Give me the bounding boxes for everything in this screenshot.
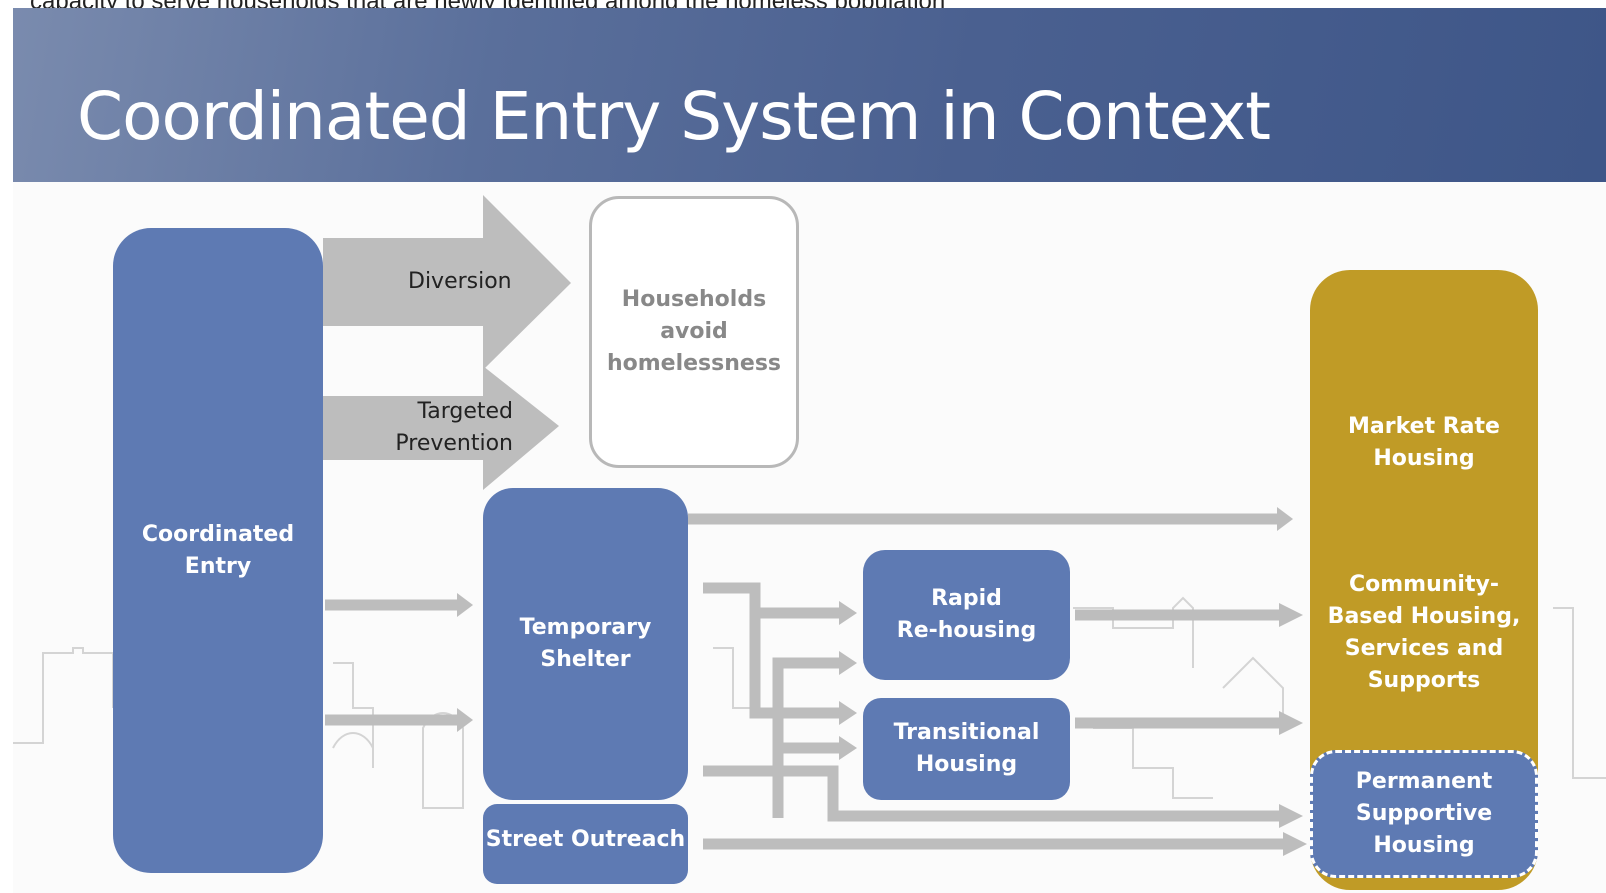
rapid-rehousing-node: Rapid Re-housing [863,550,1070,680]
diversion-label: Diversion [408,269,512,294]
street-outreach-label: Street Outreach [485,827,686,852]
transitional-housing-label: Transitional Housing [893,720,1040,777]
top-strip: capacity to serve households that are ne… [0,0,1606,8]
transitional-housing-node: Transitional Housing [863,698,1070,800]
market-rate-housing-node: Market Rate Housing [1310,393,1538,493]
top-strip-text: capacity to serve households that are ne… [30,0,945,8]
shelter-to-th-arrow [749,608,841,719]
street-outreach-node: Street Outreach [483,804,688,884]
shelter-to-psh-arrow [703,765,1283,822]
households-avoid-label: Households avoid homelessness [606,287,782,376]
temporary-shelter-node: Temporary Shelter [483,488,688,800]
shelter-to-rrh-arrow [703,582,841,619]
households-avoid-homelessness-node: Households avoid homelessness [589,196,799,468]
permanent-supportive-housing-node: Permanent Supportive Housing [1310,750,1538,878]
community-based-housing-node: Community- Based Housing, Services and S… [1310,553,1538,713]
prevention-arrow [323,366,559,490]
community-based-label: Community- Based Housing, Services and S… [1327,572,1521,693]
flow-arrows [323,195,1307,856]
temporary-shelter-label: Temporary Shelter [519,615,652,672]
coordinated-entry-label: Coordinated Entry [141,521,295,579]
market-rate-label: Market Rate Housing [1348,414,1500,471]
slide-title: Coordinated Entry System in Context [77,78,1271,155]
permanent-supportive-label: Permanent Supportive Housing [1355,769,1493,858]
diversion-arrow [323,195,571,370]
rapid-rehousing-label: Rapid Re-housing [896,586,1037,643]
coordinated-entry-node: Coordinated Entry [113,228,323,873]
slide: Coordinated Entry System in Context [13,8,1606,893]
title-banner: Coordinated Entry System in Context [13,8,1606,182]
targeted-prevention-label: Targeted Prevention [395,399,513,456]
